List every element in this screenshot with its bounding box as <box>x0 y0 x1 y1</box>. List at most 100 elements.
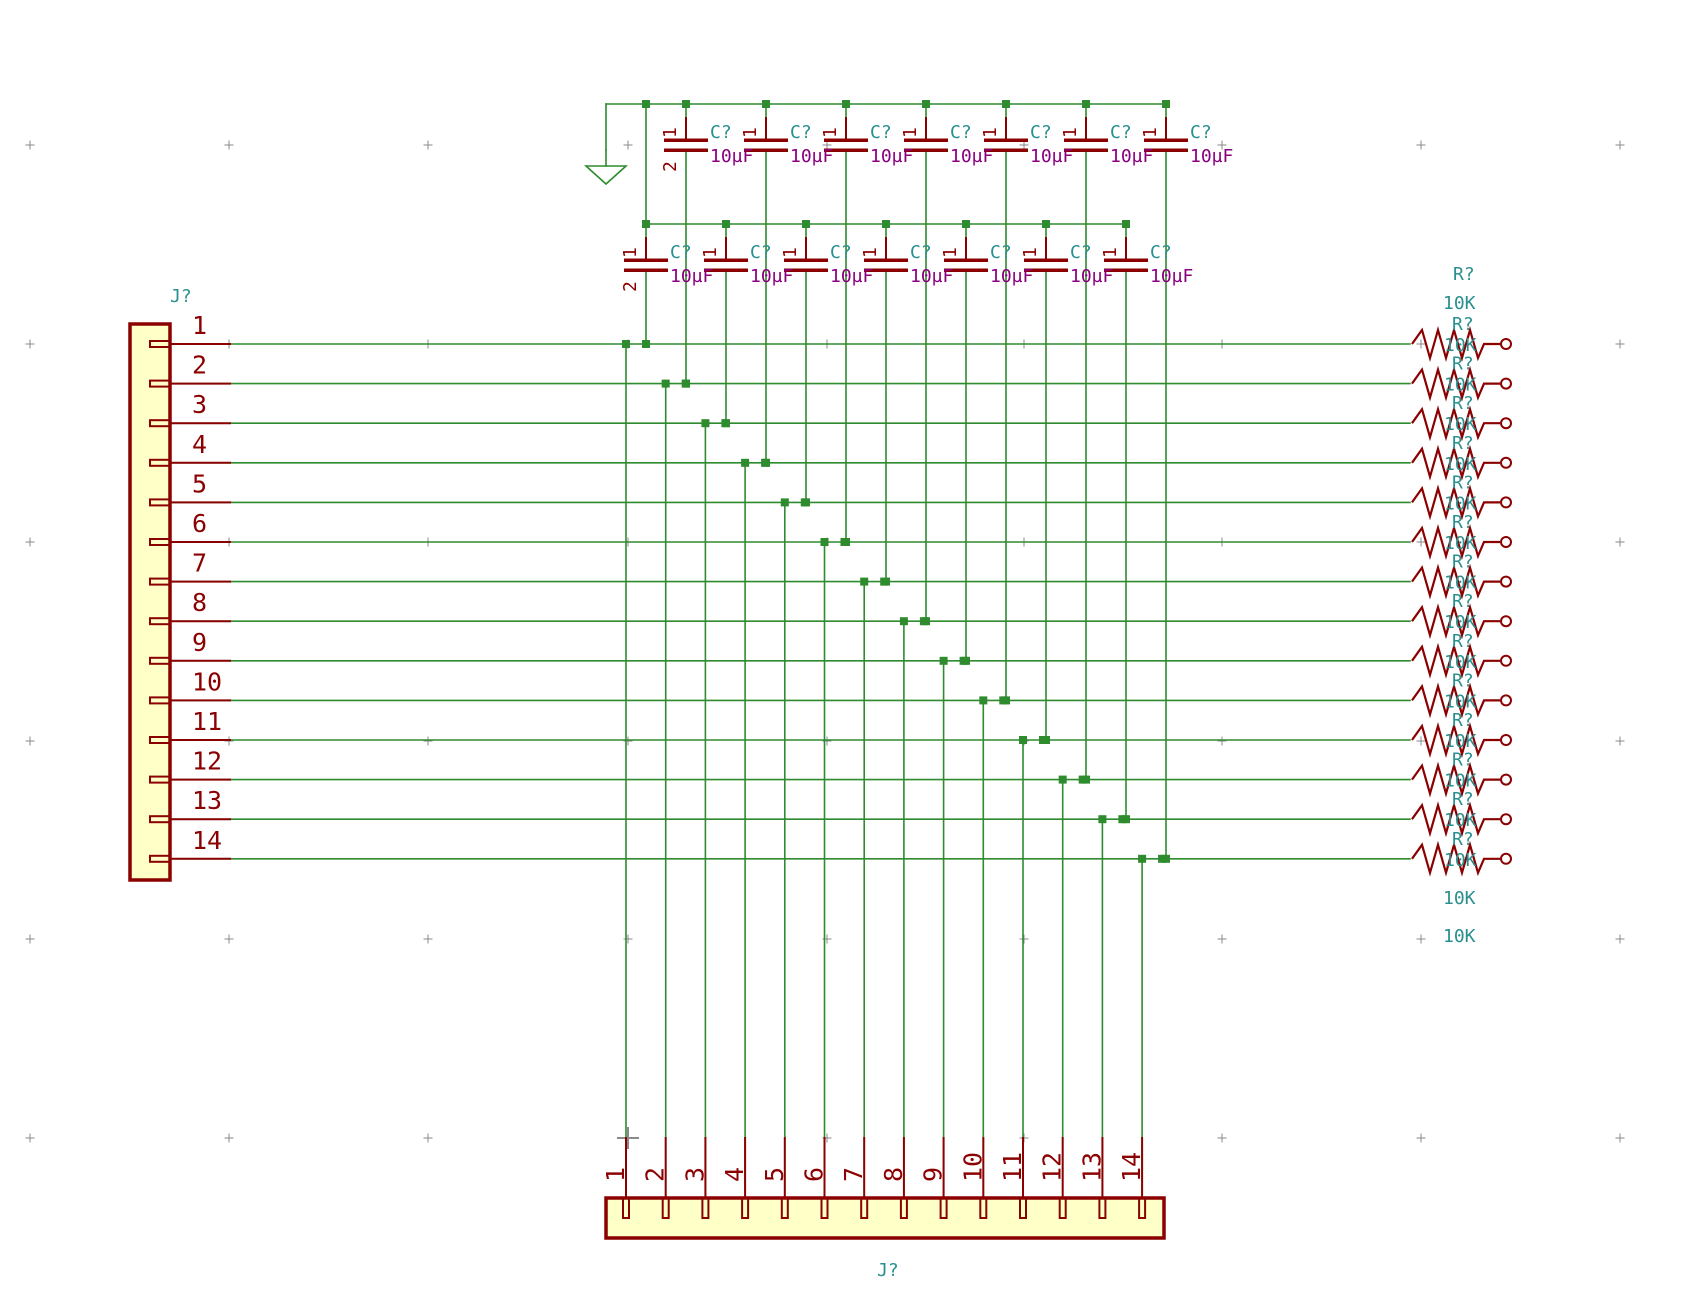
resistor-icon <box>1411 405 1500 442</box>
junction-dot <box>780 498 789 507</box>
resistor-icon <box>1411 444 1500 481</box>
cap-value: 10µF <box>750 266 793 287</box>
junction-dot <box>1162 854 1170 863</box>
resistor-terminal-icon <box>1500 852 1512 865</box>
junction-dot <box>962 656 970 665</box>
resistor-icon <box>1411 484 1500 521</box>
left-pin-number: 1 <box>192 311 207 340</box>
resistor-value: 10K <box>1444 493 1477 514</box>
resistor-value-bottom: 10K <box>1443 926 1476 947</box>
resistor-ref: R? <box>1452 314 1474 335</box>
cap-value: 10µF <box>1150 266 1193 287</box>
resistor-value: 10K <box>1444 454 1477 475</box>
resistor-value: 10K <box>1444 731 1477 752</box>
junction-dot <box>1082 775 1090 784</box>
cap-value: 10µF <box>670 266 713 287</box>
capacitor-plate-icon <box>824 148 868 152</box>
resistor-ref: R? <box>1452 631 1474 652</box>
resistor-terminal-icon <box>1500 417 1512 430</box>
cap-value: 10µF <box>950 146 993 167</box>
cap-pin-1: 1 <box>900 127 921 138</box>
junction-dot <box>661 379 670 388</box>
resistor-icon <box>1411 761 1500 798</box>
bottom-connector-ref: J? <box>877 1260 899 1281</box>
cap-ref: C? <box>790 122 812 143</box>
resistor-value: 10K <box>1444 573 1477 594</box>
capacitor-plate-icon <box>1104 268 1148 272</box>
resistor-icon <box>1411 603 1500 640</box>
left-pin-number: 8 <box>192 588 207 617</box>
cap-ref: C? <box>910 242 932 263</box>
cap-pin-2: 2 <box>660 161 681 172</box>
capacitor-plate-icon <box>1024 268 1068 272</box>
resistor-ref: R? <box>1452 393 1474 414</box>
junction-dot <box>922 617 930 626</box>
resistor-value: 10K <box>1444 375 1477 396</box>
junction-dot <box>882 220 890 228</box>
junction-dot <box>1122 220 1130 228</box>
junction-dot <box>722 419 730 428</box>
cap-value: 10µF <box>790 146 833 167</box>
resistor-ref: R? <box>1452 472 1474 493</box>
resistor-terminal-icon <box>1500 773 1512 786</box>
bottom-pin-number: 9 <box>919 1167 948 1182</box>
capacitor-plate-icon <box>1144 148 1188 152</box>
cap-ref: C? <box>1110 122 1132 143</box>
cap-pin-2: 2 <box>620 281 641 292</box>
junction-dot <box>962 220 970 228</box>
resistor-ref: R? <box>1452 354 1474 375</box>
resistor-icon <box>1411 523 1500 561</box>
junction-dot <box>1002 696 1010 705</box>
bottom-pin-number: 4 <box>720 1167 749 1182</box>
cap-ref: C? <box>870 122 892 143</box>
capacitor-plate-icon <box>864 268 908 272</box>
cap-value: 10µF <box>1070 266 1113 287</box>
cap-ref: C? <box>710 122 732 143</box>
junction-dot <box>1122 815 1130 824</box>
junction-dot <box>939 656 948 665</box>
cap-ref: C? <box>990 242 1012 263</box>
cap-ref: C? <box>830 242 852 263</box>
capacitor-plate-icon <box>944 268 988 272</box>
junction-dot <box>1138 854 1147 863</box>
capacitor-plate-icon <box>784 268 828 272</box>
cap-ref: C? <box>1030 122 1052 143</box>
junction-dot <box>1042 220 1050 228</box>
bottom-pin-number: 11 <box>998 1152 1027 1182</box>
junction-dot <box>802 498 810 507</box>
bottom-pin-number: 2 <box>641 1167 670 1182</box>
resistor-icon <box>1411 801 1500 838</box>
resistor-terminal-icon <box>1500 615 1512 628</box>
junction-dot <box>682 100 690 108</box>
resistor-ref: R? <box>1452 670 1474 691</box>
cap-ref: C? <box>1190 122 1212 143</box>
capacitor-plate-icon <box>704 268 748 272</box>
capacitor-plate-icon <box>1064 148 1108 152</box>
resistor-value: 10K <box>1444 810 1477 831</box>
resistor-icon <box>1411 840 1500 877</box>
left-pin-number: 11 <box>192 707 222 736</box>
cap-pin-1: 1 <box>820 127 841 138</box>
resistor-terminal-icon <box>1500 575 1512 588</box>
capacitor-plate-icon <box>984 148 1028 152</box>
bottom-pin-number: 13 <box>1077 1152 1106 1182</box>
cap-ref: C? <box>750 242 772 263</box>
bottom-pin-number: 1 <box>601 1167 630 1182</box>
junction-dot <box>979 696 988 705</box>
cap-pin-1: 1 <box>780 247 801 258</box>
resistor-value: 10K <box>1444 335 1477 356</box>
resistor-ref: R? <box>1452 591 1474 612</box>
resistor-terminal-icon <box>1500 496 1512 509</box>
ground-icon <box>583 165 629 186</box>
capacitor-plate-icon <box>664 148 708 152</box>
left-pin-number: 14 <box>192 826 222 855</box>
resistor-value: 10K <box>1444 771 1477 792</box>
junction-dot <box>899 617 908 626</box>
resistor-value-top: 10K <box>1443 293 1476 314</box>
resistor-terminal-icon <box>1500 456 1512 469</box>
junction-dot <box>882 577 890 586</box>
bottom-connector-body <box>604 1196 1166 1240</box>
resistor-value: 10K <box>1444 414 1477 435</box>
junction-dot <box>762 458 770 467</box>
resistor-icon <box>1411 365 1500 402</box>
